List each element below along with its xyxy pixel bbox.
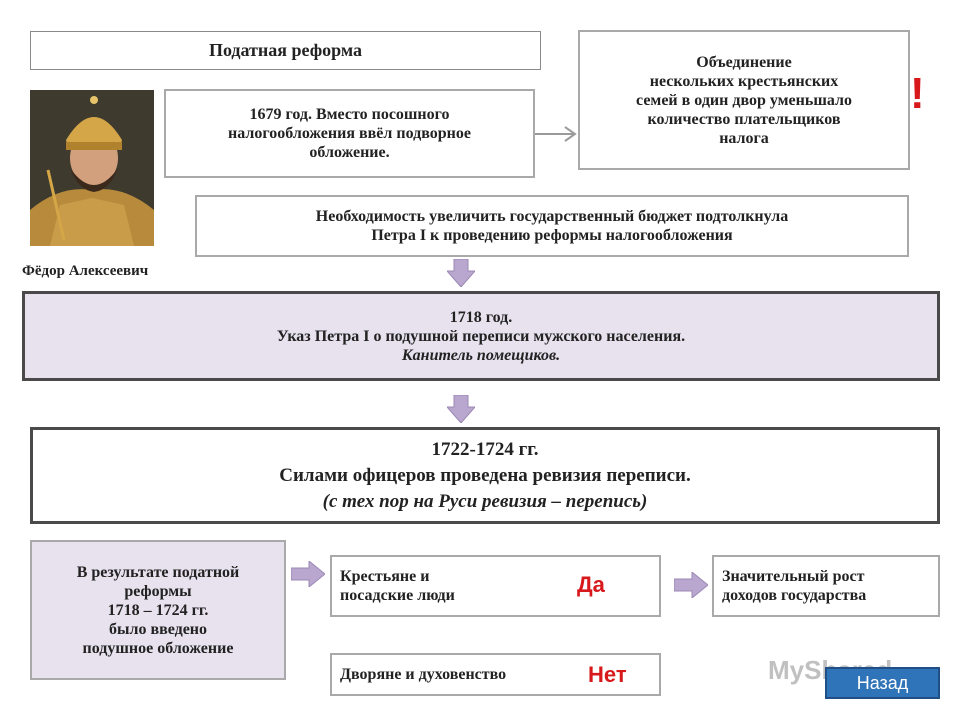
- box-1679-line: налогообложения ввёл подворное: [228, 125, 471, 142]
- exclamation-mark: !: [910, 69, 925, 118]
- arrow-right-icon: [291, 561, 325, 587]
- box-peasants-line: Крестьяне и: [340, 568, 430, 585]
- answer-no: Нет: [588, 662, 627, 687]
- box-1722: 1722-1724 гг. Силами офицеров проведена …: [30, 427, 940, 524]
- box-1679-line: 1679 год. Вместо посошного: [249, 106, 450, 123]
- box-1679: 1679 год. Вместо посошного налогообложен…: [164, 89, 535, 178]
- title-box: Податная реформа: [30, 31, 541, 70]
- box-unite-line: нескольких крестьянских: [649, 72, 839, 90]
- box-nobles: Дворяне и духовенство: [330, 653, 661, 696]
- box-result: В результате податной реформы 1718 – 172…: [30, 540, 286, 680]
- box-1718-note: Канитель помещиков.: [401, 346, 561, 364]
- box-growth: Значительный рост доходов государства: [712, 555, 940, 617]
- back-button[interactable]: Назад: [825, 667, 940, 699]
- answer-yes: Да: [577, 572, 605, 597]
- box-need: Необходимость увеличить государственный …: [195, 195, 909, 257]
- box-1718-text: Указ Петра I о подушной переписи мужског…: [276, 327, 686, 345]
- box-1718-year: 1718 год.: [449, 308, 513, 326]
- title-text: Податная реформа: [208, 40, 363, 60]
- box-result-line: 1718 – 1724 гг.: [107, 601, 209, 619]
- box-result-line: подушное обложение: [82, 639, 234, 657]
- box-result-line: было введено: [108, 620, 208, 638]
- box-1679-line: обложение.: [309, 144, 390, 161]
- arrow-right-icon: [535, 126, 577, 142]
- box-result-line: В результате податной: [76, 563, 240, 581]
- box-peasants: Крестьяне и посадские люди: [330, 555, 661, 617]
- box-unite-line: Объединение: [696, 53, 792, 71]
- box-unite-line: семей в один двор уменьшало: [636, 91, 852, 109]
- box-1722-year: 1722-1724 гг.: [431, 438, 539, 460]
- box-peasants-line: посадские люди: [340, 587, 455, 604]
- box-unite-line: налога: [719, 129, 769, 147]
- arrow-down-icon: [447, 395, 475, 423]
- arrow-down-icon: [447, 259, 475, 287]
- box-growth-line: доходов государства: [722, 587, 867, 604]
- box-need-line: Петра I к проведению реформы налогооблож…: [371, 227, 733, 244]
- box-need-line: Необходимость увеличить государственный …: [315, 208, 789, 225]
- box-result-line: реформы: [124, 582, 192, 600]
- box-1722-note: (с тех пор на Руси ревизия – перепись): [322, 490, 648, 512]
- arrow-right-icon: [674, 572, 708, 598]
- portrait-image: [30, 90, 154, 246]
- box-nobles-text: Дворяне и духовенство: [340, 666, 507, 683]
- box-1718: 1718 год. Указ Петра I о подушной перепи…: [22, 291, 940, 381]
- box-growth-line: Значительный рост: [722, 568, 865, 585]
- box-1722-text: Силами офицеров проведена ревизия перепи…: [279, 464, 691, 486]
- portrait-caption: Фёдор Алексеевич: [22, 263, 149, 279]
- box-unite: Объединение нескольких крестьянских семе…: [578, 30, 910, 170]
- box-unite-line: количество плательщиков: [647, 110, 841, 128]
